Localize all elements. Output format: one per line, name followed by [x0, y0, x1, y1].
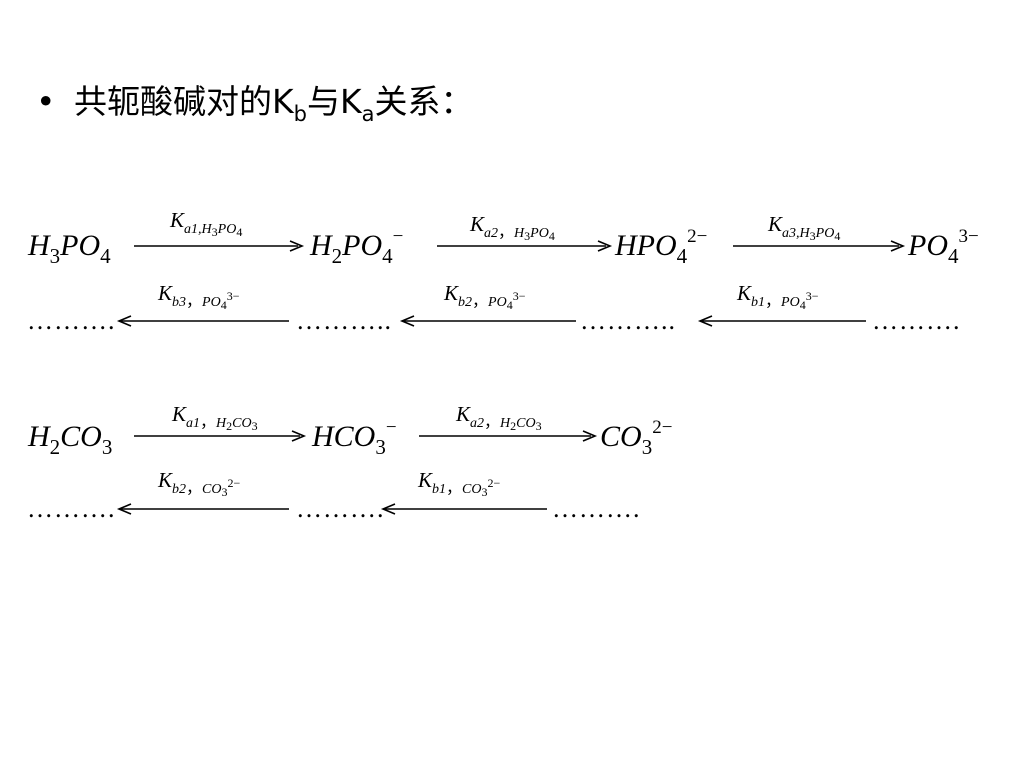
- placeholder-dots-4: ……….: [872, 306, 961, 335]
- heading-sub-b: b: [293, 102, 307, 126]
- species-hco3: HCO3−: [312, 417, 397, 459]
- ka2-label: Ka2，H3PO4: [470, 212, 555, 243]
- placeholder-dots-c2: ……….: [296, 494, 385, 523]
- species-co3: CO32−: [600, 417, 673, 459]
- forward-arrow-2: [437, 240, 613, 252]
- bullet-dot: •: [36, 82, 56, 121]
- slide-heading: • 共轭酸碱对的Kb与Ka关系：: [36, 82, 474, 125]
- placeholder-dots-3: ………..: [580, 306, 676, 335]
- forward-arrow-3: [733, 240, 906, 252]
- placeholder-dots-1: ……….: [27, 306, 116, 335]
- placeholder-dots-c1: ……….: [27, 494, 116, 523]
- forward-arrow-c1: [134, 430, 307, 442]
- heading-sub-a: a: [361, 102, 375, 126]
- species-h3po4: H3PO4: [28, 229, 111, 268]
- kb2-label: Kb2，PO43−: [444, 281, 526, 312]
- kb2-carbonate-label: Kb2，CO32−: [158, 468, 241, 499]
- species-hpo4: HPO42−: [615, 226, 708, 268]
- kb1-carbonate-label: Kb1，CO32−: [418, 468, 501, 499]
- species-h2co3: H2CO3: [28, 420, 113, 459]
- reverse-arrow-1: [116, 315, 289, 327]
- heading-text-pre: 共轭酸碱对的K: [74, 82, 294, 121]
- placeholder-dots-2: ………..: [296, 306, 392, 335]
- ka1-carbonate-label: Ka1，H2CO3: [172, 402, 258, 433]
- forward-arrow-c2: [419, 430, 598, 442]
- species-po4: PO43−: [908, 226, 979, 268]
- ka2-carbonate-label: Ka2，H2CO3: [456, 402, 542, 433]
- ka1-label: Ka1,H3PO4: [170, 208, 243, 239]
- reverse-arrow-c1: [116, 503, 289, 515]
- heading-text-post: 关系：: [374, 82, 474, 121]
- species-h2po4: H2PO4−: [310, 226, 404, 268]
- reverse-arrow-3: [697, 315, 866, 327]
- reverse-arrow-c2: [380, 503, 547, 515]
- forward-arrow-1: [134, 240, 305, 252]
- reverse-arrow-2: [399, 315, 576, 327]
- ka3-label: Ka3,H3PO4: [768, 212, 841, 243]
- placeholder-dots-c3: ……….: [552, 494, 641, 523]
- heading-text-mid: 与K: [306, 82, 362, 121]
- kb3-label: Kb3，PO43−: [158, 281, 240, 312]
- kb1-label: Kb1，PO43−: [737, 281, 819, 312]
